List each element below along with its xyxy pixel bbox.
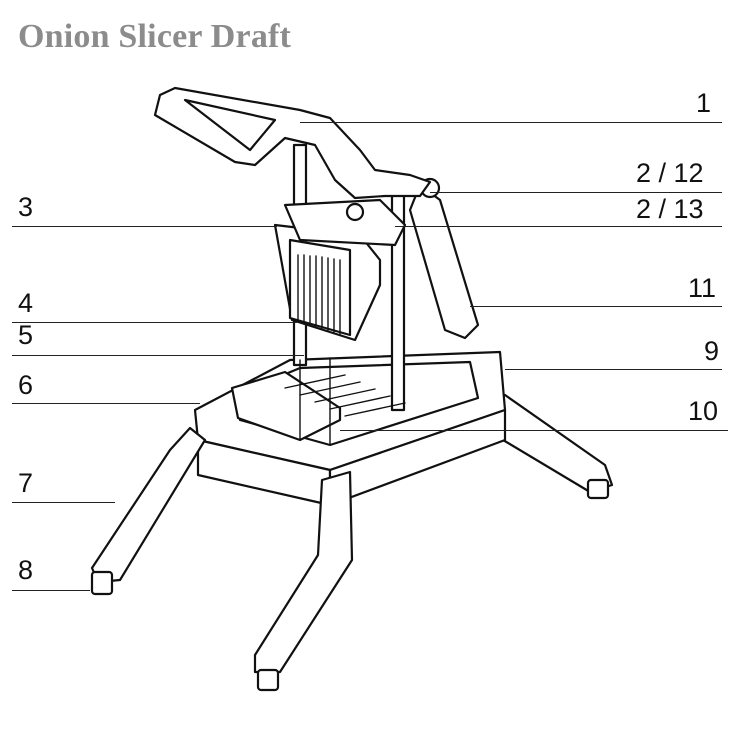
push-plate [230, 370, 342, 442]
diagram-title: Onion Slicer Draft [18, 18, 292, 55]
callout-3: 3 [18, 192, 34, 222]
leader-line-8 [12, 590, 90, 591]
callout-8: 8 [18, 555, 34, 585]
blade-grid [288, 238, 352, 337]
front-left-foot [90, 570, 114, 596]
carriage [283, 198, 407, 247]
leader-line-3 [12, 226, 277, 227]
front-right-leg [253, 470, 354, 674]
callout-5: 5 [18, 320, 34, 350]
callout-1: 1 [696, 88, 712, 118]
back-right-foot [586, 478, 610, 500]
leader-line-2-12 [430, 192, 722, 193]
callout-10: 10 [688, 396, 719, 426]
callout-2-13: 2 / 13 [636, 194, 704, 224]
leader-line-9 [505, 369, 722, 370]
leader-line-4 [12, 322, 297, 323]
leader-line-1 [300, 122, 722, 123]
leader-line-7 [12, 502, 115, 503]
callout-11: 11 [688, 273, 717, 303]
front-left-leg [90, 426, 207, 584]
leader-line-2-13 [395, 226, 722, 227]
leader-line-6 [12, 403, 200, 404]
callout-2-12: 2 / 12 [636, 158, 704, 188]
leader-line-11 [470, 306, 722, 307]
front-right-foot [256, 668, 280, 692]
link-arm [408, 183, 480, 340]
callout-9: 9 [704, 336, 720, 366]
callout-7: 7 [18, 468, 34, 498]
callout-4: 4 [18, 288, 34, 318]
callout-6: 6 [18, 370, 34, 400]
leader-line-10 [340, 430, 728, 431]
leader-line-5 [12, 355, 304, 356]
